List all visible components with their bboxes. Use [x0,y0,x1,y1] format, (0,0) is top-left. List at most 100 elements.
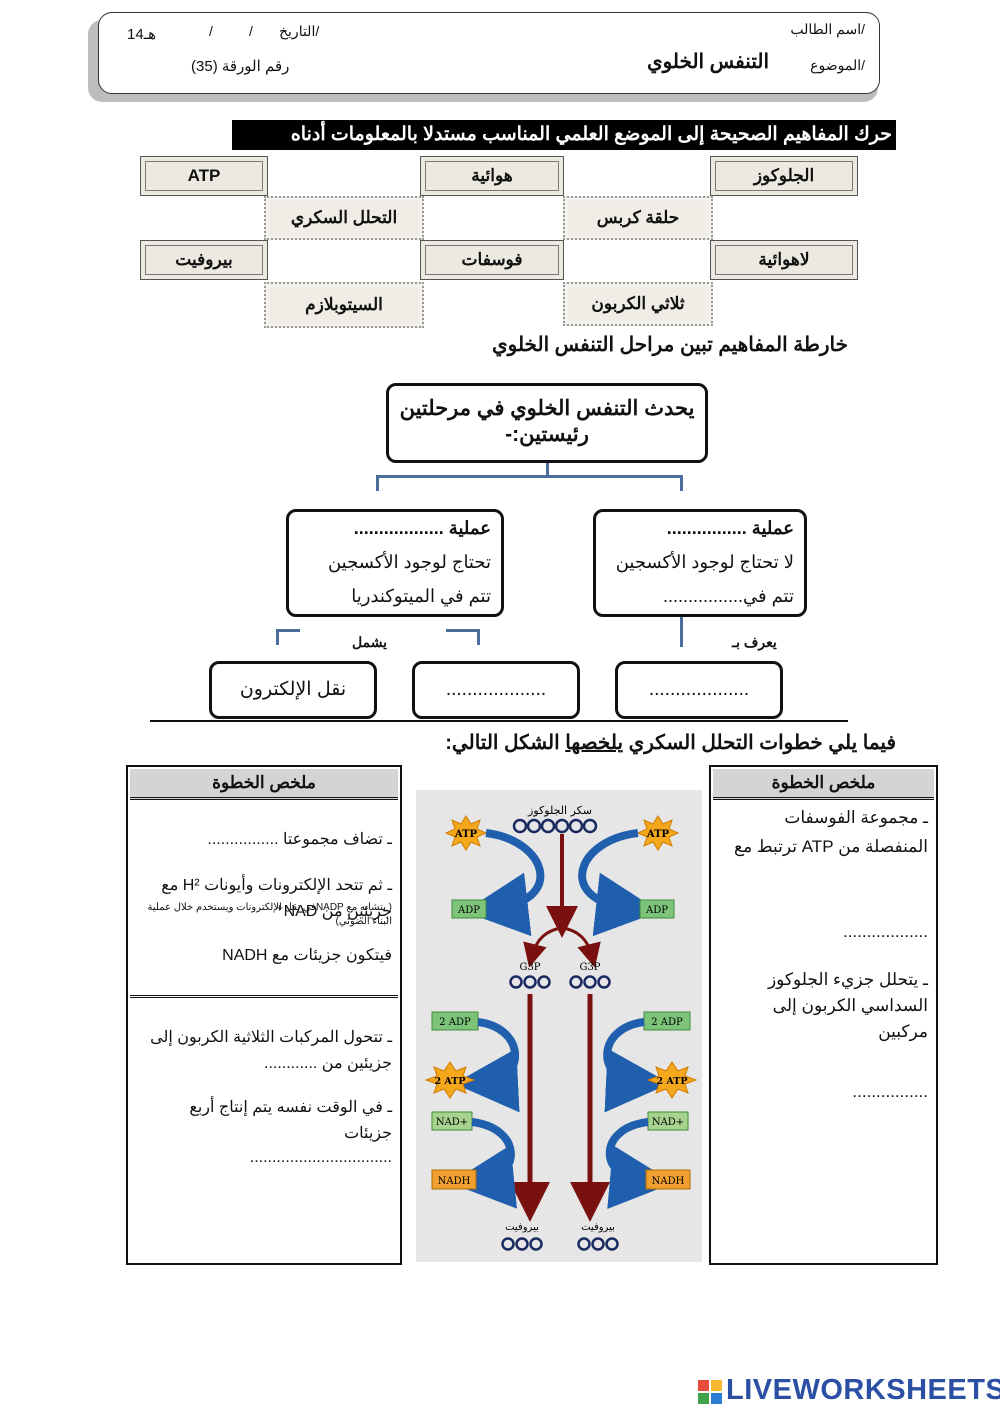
two-atp-label: 2 ATP [435,1076,466,1087]
adp-label: ADP [457,905,480,916]
g3p-molecule [569,975,611,989]
concept-map-root: يحدث التنفس الخلوي في مرحلتين رئيستين:- [386,383,708,463]
connector-line [680,475,683,491]
liveworksheets-brand[interactable]: LIVEWORKSHEETS [726,1374,1000,1406]
two-atp-star-right: 2 ATP [646,1061,698,1099]
two-adp-box [431,1011,479,1031]
table-cell-note: ( يتشابه مع NADPفي نقل الإلكترونات ويستخ… [147,902,392,927]
connector-line [276,629,279,645]
concept-tile-three-carbon[interactable]: ثلاثي الكربون [563,282,713,326]
adp-box [639,899,675,919]
known-as-label: يعرف بـ [732,634,777,650]
stage-line: تتم في الميتوكندريا [351,586,491,606]
atp-label: ATP [646,829,670,840]
concept-tile-pyruvate[interactable]: بيروفيت [140,240,268,280]
nadh-formation-arrow [450,1118,518,1209]
concept-map-title: خارطة المفاهيم تبين مراحل التنفس الخلوي [491,334,848,356]
nad-box [647,1111,689,1131]
title-part: فيما يلي خطوات التحلل السكري [623,732,896,754]
phosphate-transfer-arrow [464,829,545,937]
divider [150,720,848,722]
table-header: ملخص الخطوة [713,769,934,800]
left-summary-table: ملخص الخطوة ـ تضاف مجموعتا .............… [126,765,402,1265]
connector-line [680,617,683,647]
g3p-molecule [509,975,551,989]
table-cell-text: فيتكون جزيئات مع NADH [222,947,392,964]
table-cell-text: ـ ثم تتحد الإلكترونات وأيونات H² مع جزيئ… [161,877,392,920]
glycolysis-blank-box[interactable]: ................... [615,661,783,719]
electron-transport-box: نقل الإلكترون [209,661,377,719]
concept-tile-glucose[interactable]: الجلوكوز [710,156,858,196]
date-slash: / [249,23,253,39]
concept-tile-atp[interactable]: ATP [140,156,268,196]
title-underlined: يلخصها [565,732,624,754]
g3p-label: G3P [579,962,600,973]
stage-line: عملية ................ [666,518,794,538]
table-cell-text: ـ في الوقت نفسه يتم إنتاج أربع جزيئات [189,1099,392,1142]
pyruvate-label: بيروفيت [581,1222,615,1233]
glucose-molecule [512,818,598,834]
two-adp-box [643,1011,691,1031]
atp-production-arrow [454,1018,520,1113]
date-slash: / [209,23,213,39]
connector-line [546,463,549,477]
two-adp-label: 2 ADP [439,1017,471,1028]
concept-tile-anaerobic[interactable]: لاهوائية [710,240,858,280]
table-cell-text: ـ تتحول المركبات الثلاثية الكربون إلى جز… [150,1029,392,1072]
split-arrow-right [561,926,601,968]
pyruvate-label: بيروفيت [505,1222,539,1233]
includes-label: يشمل [352,634,388,650]
table-cell-text: ................................ [249,1149,392,1166]
atp-star-left: ATP [444,815,488,851]
table-cell-text: .................. [842,922,928,941]
g3p-label: G3P [519,962,540,973]
atp-label: ATP [454,829,478,840]
glucose-label: سكر الجلوكوز [527,804,592,817]
nad-box [431,1111,473,1131]
pyruvate-molecule [577,1237,619,1251]
adp-label: ADP [645,905,668,916]
stage-line: عملية .................. [353,518,491,538]
atp-production-arrow [603,1018,670,1113]
nad-label: NAD+ [652,1117,684,1128]
hijri-year: 14هـ [127,26,156,43]
two-atp-star-left: 2 ATP [424,1061,476,1099]
subject-value: التنفس الخلوي [646,51,769,73]
anaerobic-stage-box: عملية ................ لا تحتاج لوجود ال… [593,509,807,617]
stage-line: لا تحتاج لوجود الأكسجين [615,552,794,572]
two-adp-label: 2 ADP [651,1017,683,1028]
student-name-label: اسم الطالب/ [790,21,865,37]
concept-tile-glycolysis[interactable]: التحلل السكري [264,196,424,240]
krebs-blank-box[interactable]: ................... [412,661,580,719]
table-divider [130,995,398,1001]
atp-star-right: ATP [636,815,680,851]
liveworksheets-logo-icon [698,1380,724,1404]
split-arrow-left [523,926,563,968]
table-cell-text: ................ [852,1082,928,1101]
pyruvate-molecule [501,1237,543,1251]
concept-tile-aerobic[interactable]: هوائية [420,156,564,196]
nadh-box [431,1169,477,1190]
stage-line: تتم في................ [662,586,794,606]
right-summary-table: ملخص الخطوة ـ مجموعة الفوسفات المنفصلة م… [709,765,938,1265]
nad-label: NAD+ [436,1117,468,1128]
concept-tile-phosphates[interactable]: فوسفات [420,240,564,280]
connector-line [376,475,683,478]
table-cell-text: ـ يتحلل جزيء الجلوكوز السداسي الكربون إل… [767,970,928,1041]
phosphate-transfer-arrow [578,829,660,937]
aerobic-stage-box: عملية .................. تحتاج لوجود الأ… [286,509,504,617]
stage-line: تحتاج لوجود الأكسجين [327,552,491,572]
concept-tile-krebs[interactable]: حلقة كربس [563,196,713,240]
title-part: الشكل التالي: [445,732,566,754]
glycolysis-diagram: سكر الجلوكوز ATP ATP ADP ADP G [416,790,702,1262]
two-atp-label: 2 ATP [657,1076,688,1087]
connector-line [276,629,300,632]
adp-box [451,899,487,919]
nadh-label: NADH [438,1176,471,1187]
subject-label: الموضوع/ [810,57,865,73]
connector-line [376,475,379,491]
header-box: اسم الطالب/ التاريخ/ / / 14هـ الموضوع/ ا… [98,12,880,94]
glycolysis-diagram-svg: سكر الجلوكوز ATP ATP ADP ADP G [424,804,698,1251]
date-label: التاريخ/ [279,23,320,39]
concept-tile-cytoplasm[interactable]: السيتوبلازم [264,282,424,328]
